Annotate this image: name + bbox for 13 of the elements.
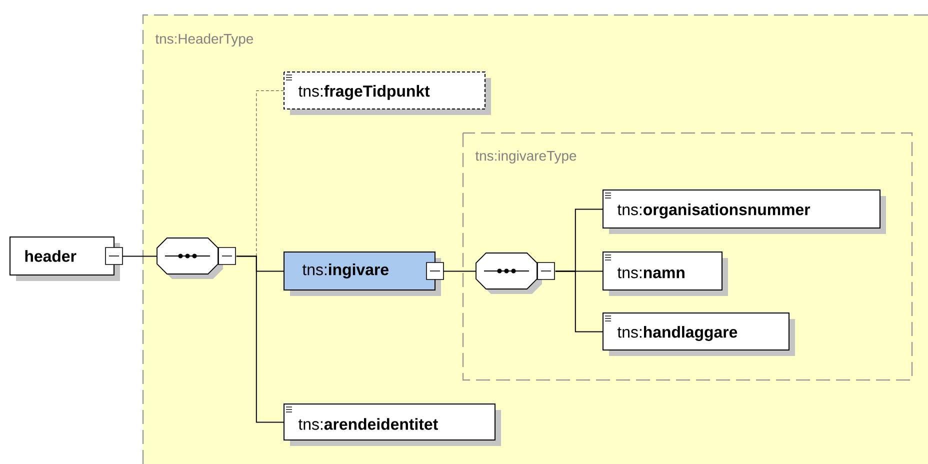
element-box: tns:organisationsnummer: [602, 190, 886, 234]
element-box: tns:arendeidentitet: [284, 404, 501, 446]
connector-line: [442, 270, 477, 272]
element-box: tns:namn: [602, 252, 728, 296]
connector-line: [554, 270, 604, 332]
connector-line: [236, 256, 284, 423]
connector-line: [122, 256, 158, 257]
element-box: tns:ingivare: [284, 252, 444, 296]
sequence-symbol: [156, 238, 236, 279]
element-box: tns:handlaggare: [602, 312, 796, 356]
optional-element-box: tns:frageTidpunkt: [284, 72, 491, 115]
sequence-symbol: [476, 252, 555, 294]
element-box: header: [10, 236, 123, 281]
